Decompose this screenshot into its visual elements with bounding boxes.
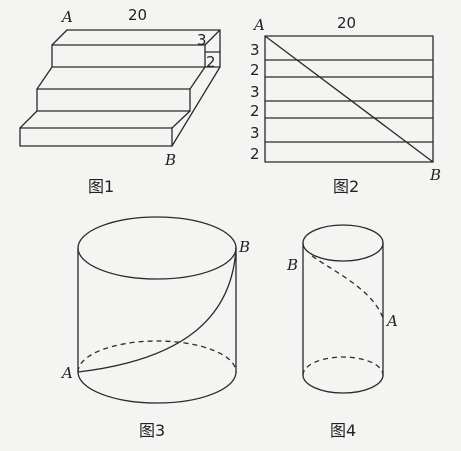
figure-1-caption: 图1	[88, 177, 114, 196]
figure-1-step-height-2: 2	[206, 53, 216, 71]
figure-2-side-height-5: 3	[250, 124, 260, 142]
figure-1-label-a: A	[60, 8, 73, 26]
stair-step-3-diagonal	[171, 110, 191, 129]
stair-step-1	[51, 29, 206, 68]
figure-2-side-height-1: 3	[250, 41, 260, 59]
cylinder-3-helix-path	[77, 247, 237, 373]
figure-2-side-height-4: 2	[250, 102, 260, 120]
cylinder-4-bottom-back-arc	[302, 356, 384, 376]
figure-4-label-b: B	[286, 256, 298, 274]
figure-1-label-b: B	[164, 151, 176, 169]
stair-step-2-diagonal	[189, 66, 206, 90]
unfolded-rectangle	[264, 35, 434, 163]
figure-2-side-height-2: 2	[250, 61, 260, 79]
stair-step-3	[19, 110, 173, 147]
shortest-path-diagonal	[264, 35, 434, 163]
figure-1-staircase: A 20 3 2 B 图1	[19, 6, 221, 196]
figure-4-cylinder: B A 图4	[286, 224, 398, 440]
figure-1-step-height-3: 3	[197, 31, 207, 49]
figure-4-label-a: A	[385, 312, 398, 330]
figure-1-top-length: 20	[128, 6, 147, 24]
figure-2-unfolded-stairs: A 20 3 2 3 2 3 2 B 图2	[250, 14, 441, 196]
cylinder-4-top-ellipse	[302, 224, 384, 262]
stair-step-2	[36, 66, 191, 112]
figure-2-side-height-6: 2	[250, 145, 260, 163]
figure-2-label-a: A	[252, 16, 265, 34]
figure-2-label-b: B	[429, 166, 441, 184]
stair-top-outline	[66, 29, 221, 53]
cylinder-3-top-ellipse	[77, 216, 237, 280]
figure-2-top-length: 20	[337, 14, 356, 32]
figure-4-caption: 图4	[330, 421, 356, 440]
cylinder-3-bottom-back-arc	[77, 340, 237, 373]
figure-2-caption: 图2	[333, 177, 359, 196]
cylinder-4-bottom-front-arc	[302, 374, 384, 394]
cylinder-4-hidden-path	[311, 255, 384, 319]
figure-3-caption: 图3	[139, 421, 165, 440]
figure-3-label-a: A	[60, 364, 73, 382]
figure-3-cylinder: B A 图3	[60, 216, 250, 440]
figure-3-label-b: B	[238, 238, 250, 256]
figure-2-side-height-3: 3	[250, 83, 260, 101]
cylinder-3-bottom-front-arc	[77, 371, 237, 404]
stair-step-1-diagonal	[204, 29, 221, 46]
